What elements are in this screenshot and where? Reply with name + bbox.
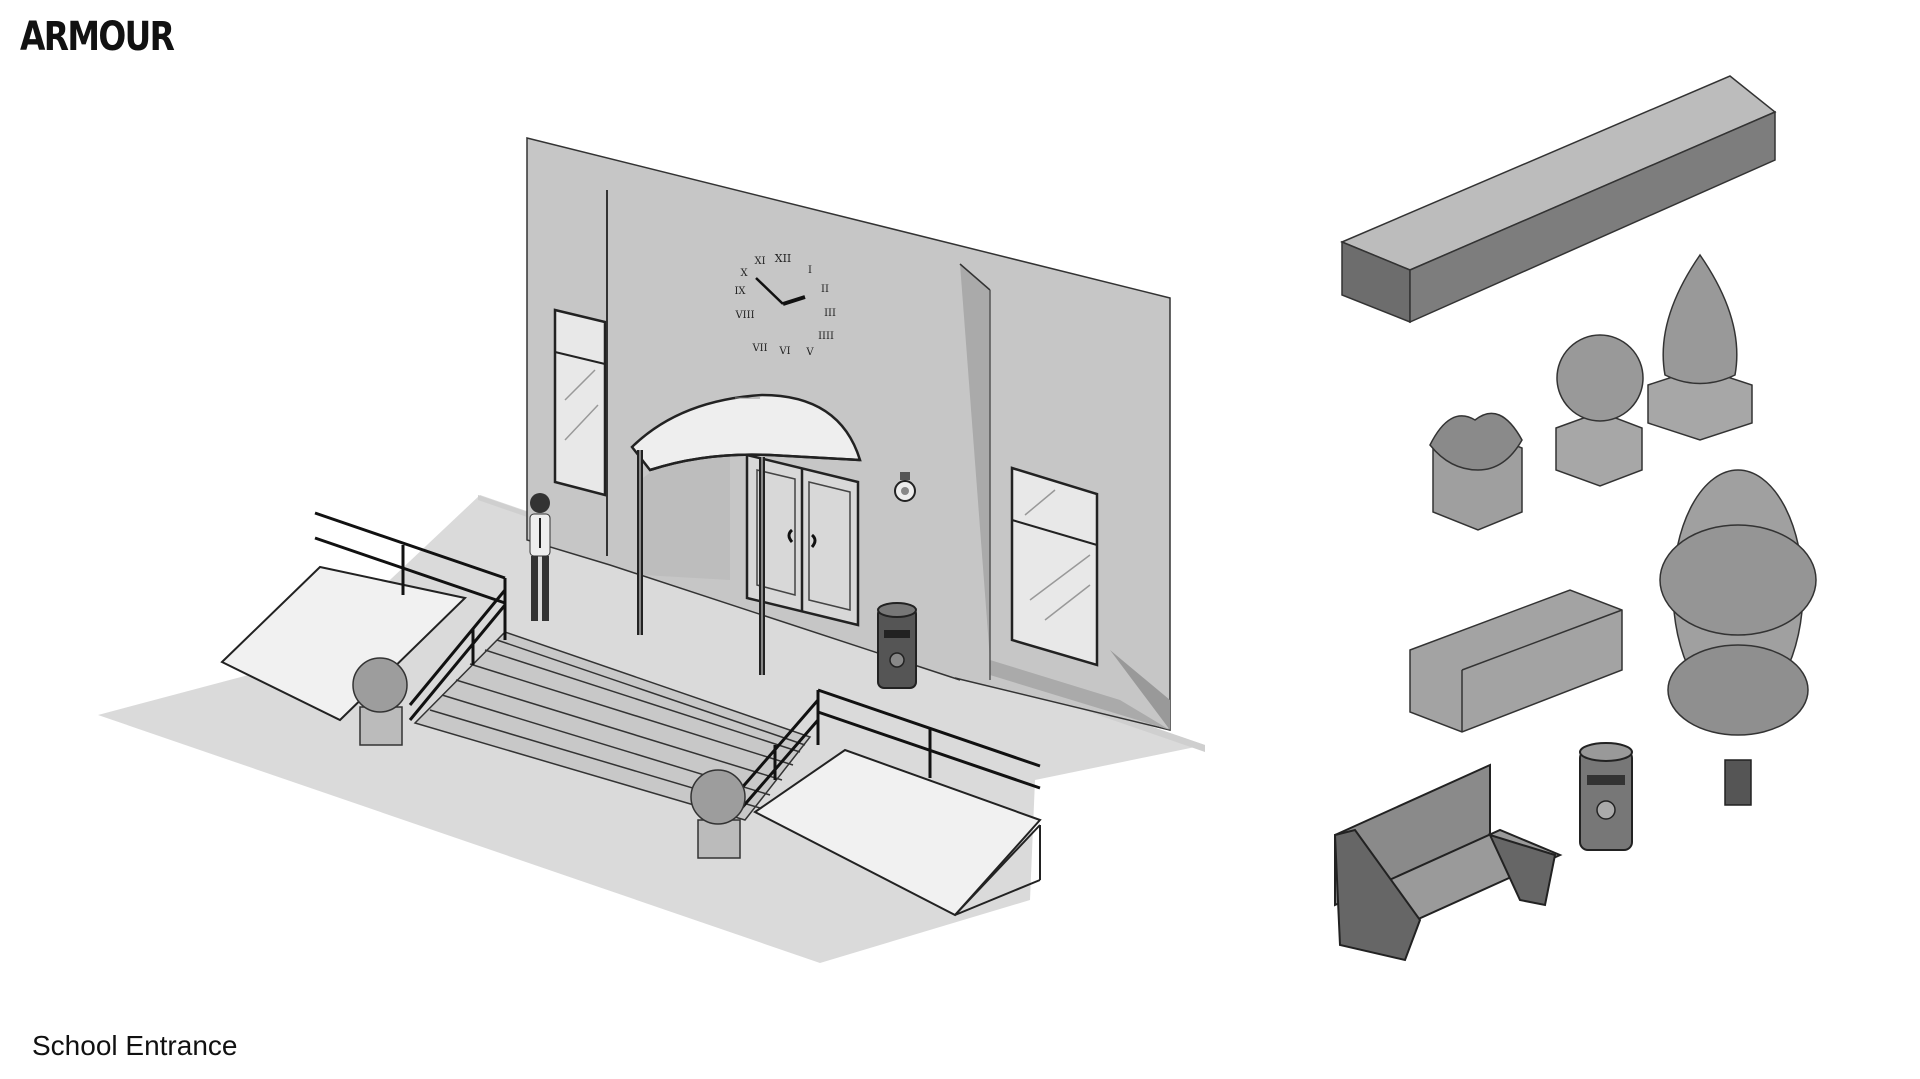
clock-numeral-vi: VI xyxy=(778,346,790,357)
clock-numeral-xii: XII xyxy=(775,252,792,265)
bell-icon xyxy=(894,472,916,502)
brand-logo: ARMOUR xyxy=(20,14,175,60)
clock-numeral-ii: II xyxy=(821,284,829,295)
person-figure xyxy=(529,493,551,621)
entrance-doors xyxy=(745,453,860,627)
bench-icon xyxy=(1333,763,1563,962)
trash-bin-icon xyxy=(1579,742,1633,851)
wall-clock: XII I II III IIII V VI VII VIII IX X XI xyxy=(734,252,836,358)
lawn-right xyxy=(753,748,1042,917)
window-left xyxy=(553,308,607,497)
hedge-block-icon xyxy=(1409,589,1623,733)
entrance-scene: XII I II III IIII V VI VII VIII IX X XI xyxy=(98,137,1205,963)
wall-shadow xyxy=(960,264,1170,730)
clock-numeral-vii: VII xyxy=(751,343,767,354)
trash-bin-icon xyxy=(877,602,917,689)
potted-round-shrub-icon xyxy=(1555,334,1644,487)
clock-numeral-xi: XI xyxy=(754,256,765,267)
potted-cone-shrub-icon xyxy=(1647,253,1753,441)
clock-numeral-i: I xyxy=(808,265,812,276)
scene-caption: School Entrance xyxy=(32,1030,238,1061)
clock-numeral-iii: III xyxy=(824,308,836,319)
tree-icon xyxy=(1659,469,1817,806)
clock-numeral-iiii: IIII xyxy=(818,331,834,342)
lawn-left xyxy=(220,565,468,722)
handrail-left xyxy=(314,511,507,721)
clock-numeral-ix: IX xyxy=(734,286,746,297)
long-planter-box-icon xyxy=(1340,75,1777,324)
window-right xyxy=(1010,466,1099,667)
handrail-right xyxy=(738,688,1041,811)
canopy xyxy=(630,393,862,675)
potted-round-shrub-icon xyxy=(690,769,746,859)
prop-sheet xyxy=(1333,75,1817,962)
clock-numeral-v: V xyxy=(805,347,814,358)
clock-numeral-x: X xyxy=(740,268,748,279)
clock-numeral-viii: VIII xyxy=(734,310,754,321)
potted-plant-icon xyxy=(1429,412,1523,531)
potted-round-shrub-icon xyxy=(352,657,408,746)
